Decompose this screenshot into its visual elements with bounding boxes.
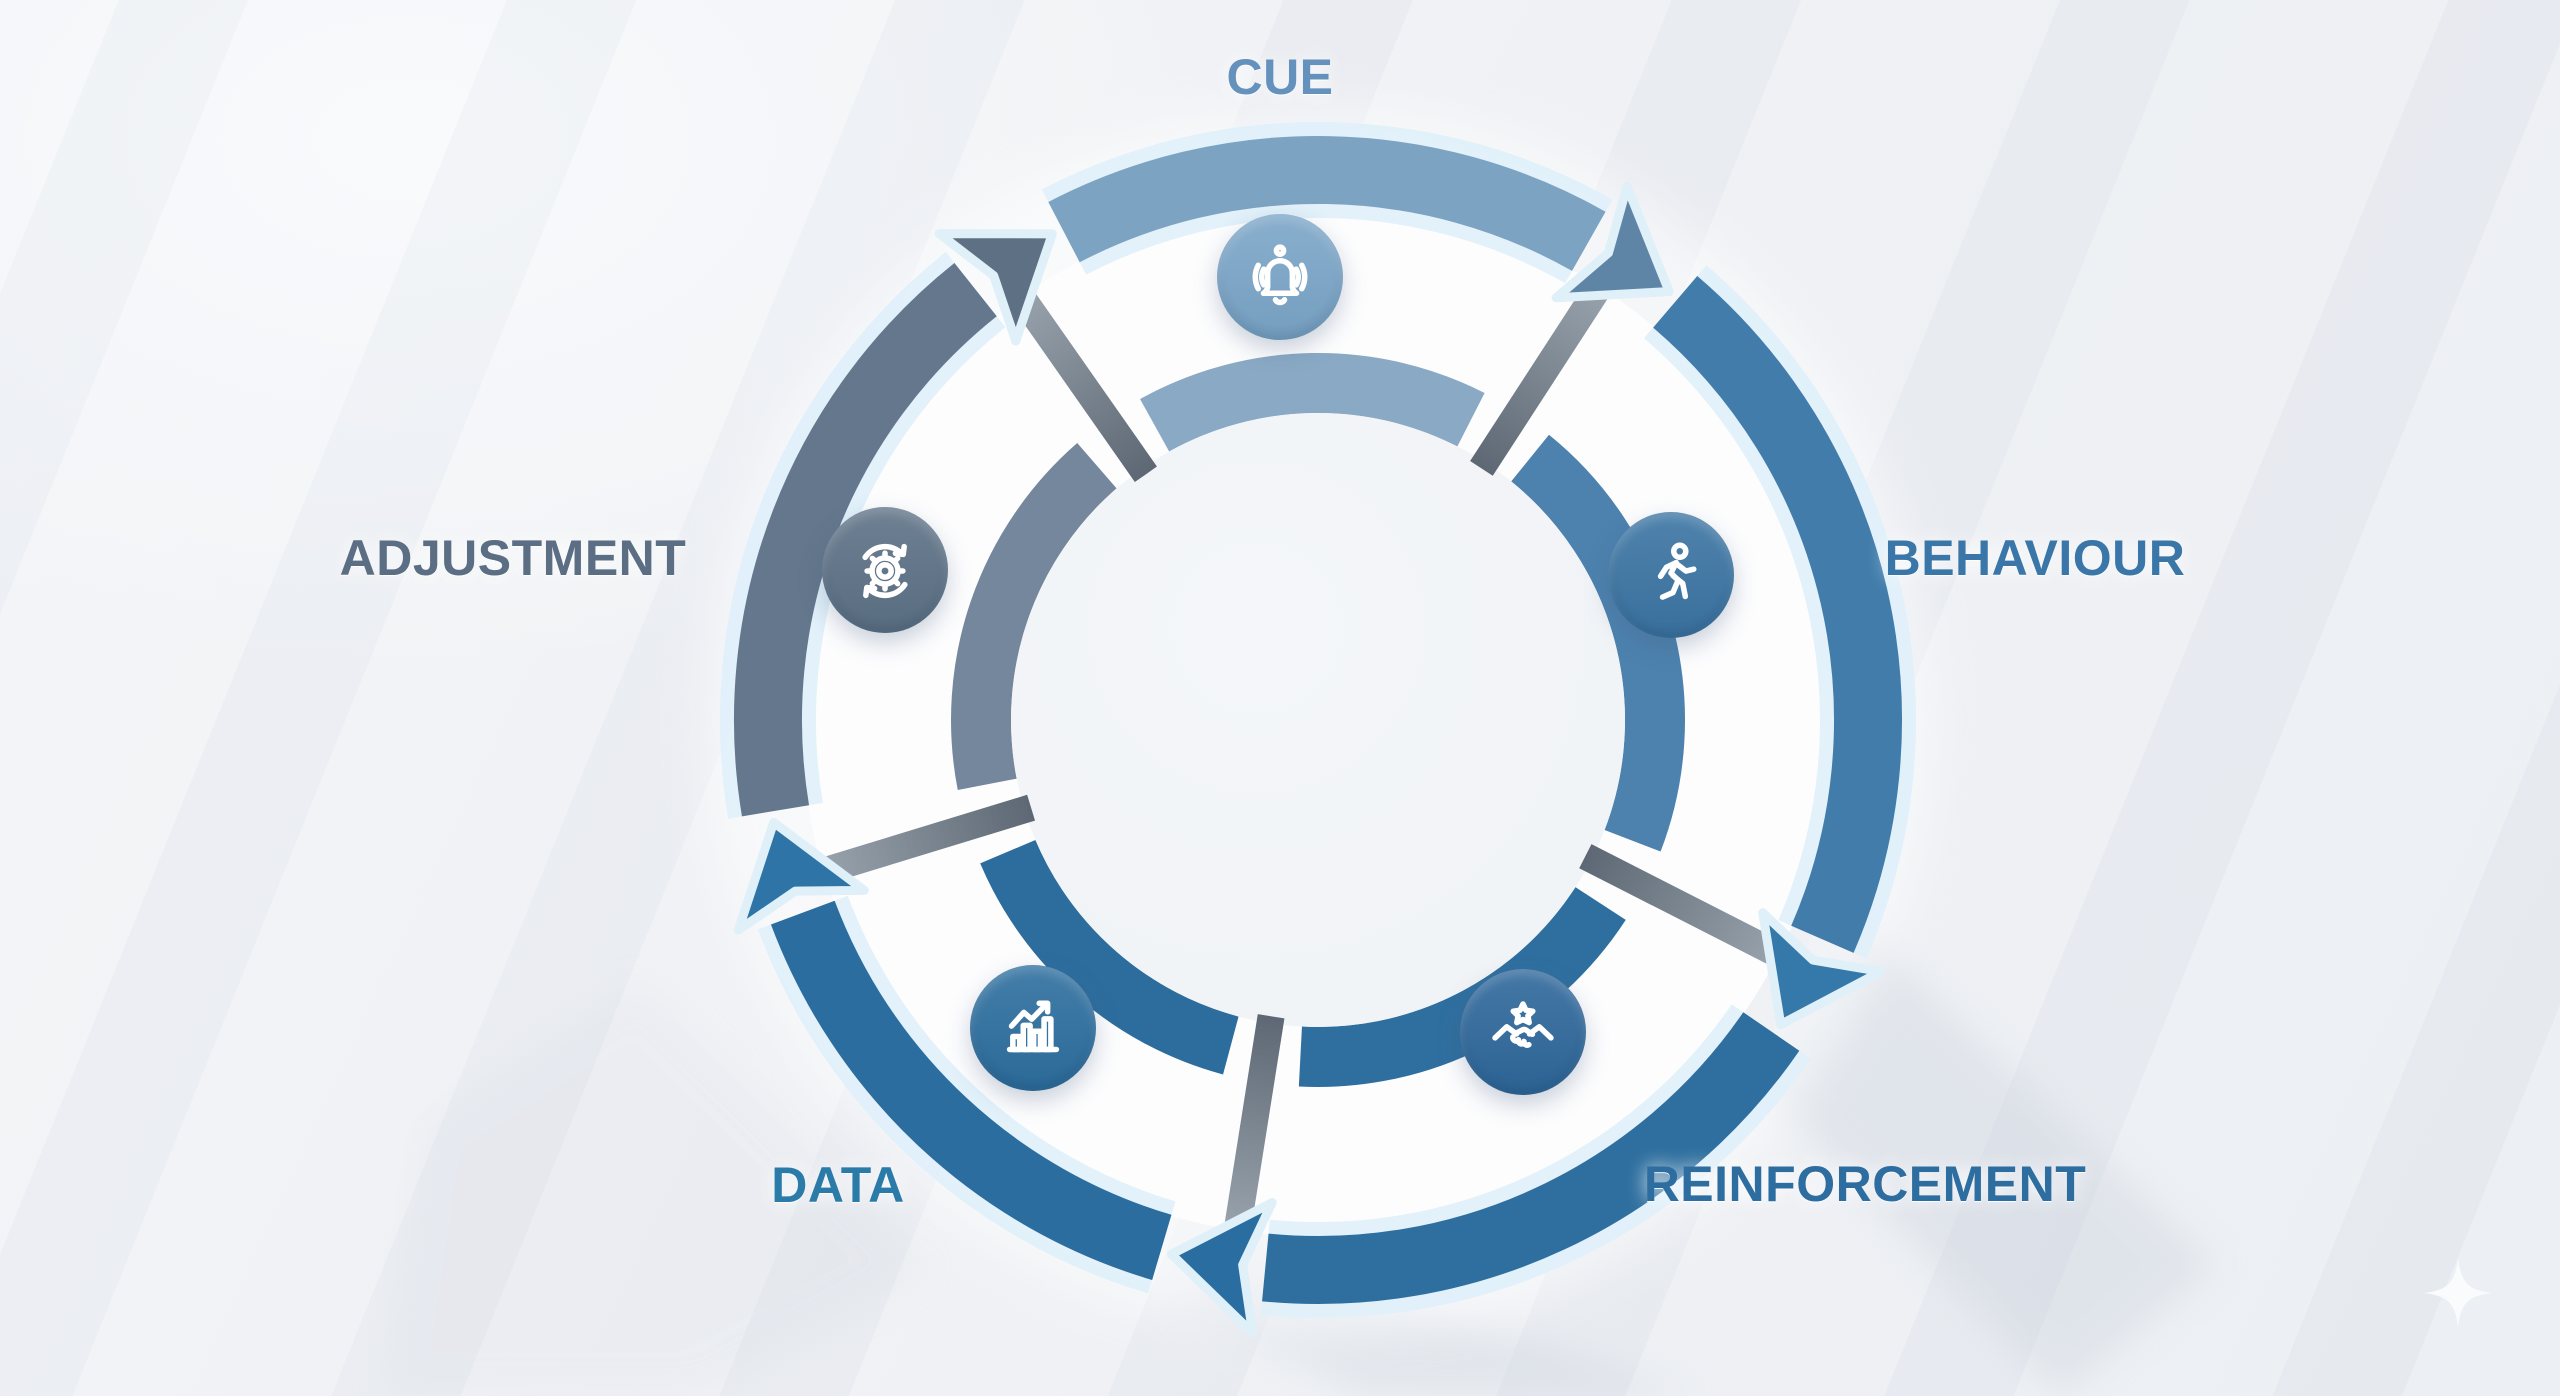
flow-arrowhead-adjustment [934,229,1057,346]
flow-arrowhead-cue [1551,181,1674,303]
outer-arc-adjustment [733,263,997,817]
outer-arc-reinforcement [1262,1012,1800,1304]
cast-shadow [380,980,930,1396]
outer-arc-data [770,900,1172,1280]
stage-icon-reinforcement [1460,969,1586,1095]
stage-label-behaviour: BEHAVIOUR [1884,530,2186,586]
runner-icon [1657,542,1697,600]
sparkle-icon [2424,1258,2492,1327]
ring-spoke [824,794,1036,883]
ring-spoke [1013,292,1157,483]
stage-icon-behaviour [1608,512,1734,638]
inner-ring-segment [980,839,1239,1075]
center-circle [1011,413,1625,1027]
inner-ring-segment [1140,353,1485,452]
outer-arc-behaviour [1653,275,1902,953]
ring-spoke [1224,1014,1285,1228]
gear-sync-icon [862,543,908,599]
inner-ring-segment [1511,434,1685,852]
flow-arrowhead-data [733,817,869,935]
flow-arrowhead-reinforcement [1166,1198,1277,1338]
stage-icon-data [970,965,1096,1091]
bar-chart-icon [1006,1000,1060,1053]
stage-label-cue: CUE [1226,49,1334,105]
outer-arc-cue [1048,136,1606,271]
stage-icon-cue [1217,214,1343,340]
stage-label-adjustment: ADJUSTMENT [339,530,687,586]
bell-icon [1252,244,1308,306]
handshake-star-icon [1492,1001,1554,1048]
ring-spoke [1470,283,1609,476]
inner-ring-segment [951,443,1117,791]
ring-spoke [1579,844,1781,965]
stage-label-data: DATA [771,1157,905,1213]
flow-arrowhead-behaviour [1758,908,1886,1029]
stage-label-reinforcement: REINFORCEMENT [1643,1156,2087,1212]
stage-icon-adjustment [822,507,948,633]
